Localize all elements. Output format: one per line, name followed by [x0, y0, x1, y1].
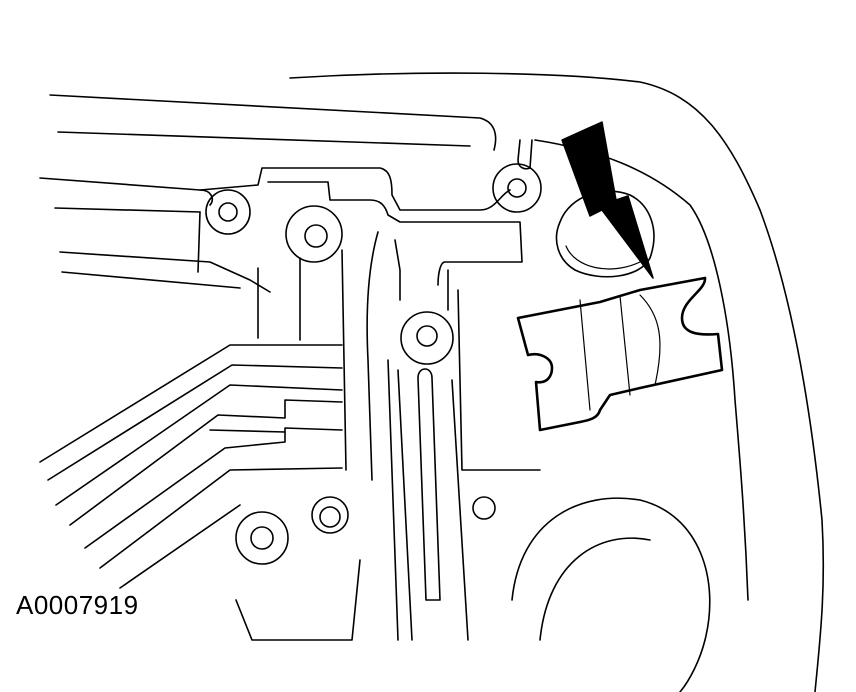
channel-top-4: [54, 207, 201, 213]
diag-channel-6: [99, 467, 343, 569]
valve-bore-rim: [565, 245, 641, 270]
boss-ring-a: [205, 189, 251, 235]
upper-passage-inner: [267, 181, 523, 286]
slot-side-left: [397, 369, 413, 641]
lower-left-wall: [235, 559, 361, 641]
figure-id-label: A0007919: [16, 590, 139, 620]
diag-channel-3: [55, 384, 343, 506]
casting-outer-edge: [289, 72, 825, 692]
bolt-hole-e: [472, 496, 496, 520]
separator-plate: [516, 276, 724, 432]
vertical-channel-1: [197, 211, 201, 273]
diag-channel-7: [119, 504, 241, 589]
bolt-hole-f: [250, 526, 274, 550]
boss-ring-b: [285, 205, 343, 263]
bolt-hole-b: [304, 224, 328, 248]
large-bore-rim: [539, 537, 651, 641]
diag-channel-2: [47, 364, 343, 481]
vertical-channel-4: [341, 249, 347, 471]
slot-side-left-2: [387, 359, 399, 641]
arrow-pointer-icon: [561, 121, 654, 279]
bolt-hole-c: [507, 178, 527, 198]
vertical-channel-8: [457, 289, 541, 471]
plate-crease-2: [619, 295, 631, 396]
channel-top-6: [61, 271, 241, 289]
diag-channel-5: [84, 427, 343, 549]
vertical-channel-5: [366, 231, 379, 481]
boss-ring-g: [311, 496, 349, 534]
bolt-hole-d: [416, 325, 438, 347]
channel-top-5: [59, 251, 271, 293]
plate-crease-1: [579, 299, 591, 411]
upper-passage: [199, 167, 511, 211]
diag-channel-4: [69, 399, 343, 526]
bolt-hole-g: [319, 506, 341, 528]
channel-top-3: [39, 177, 214, 206]
long-slot: [417, 368, 441, 601]
diag-channel-8: [209, 429, 286, 433]
boss-ring-d: [400, 311, 454, 365]
boss-ring-f: [235, 511, 289, 565]
diag-channel-1: [39, 344, 343, 463]
channel-top-2: [57, 131, 471, 147]
boss-ring-c: [492, 163, 542, 213]
large-bore: [511, 497, 711, 692]
plate-crease-3: [639, 294, 661, 386]
channel-top-1: [49, 94, 497, 151]
bolt-hole-a: [218, 202, 238, 222]
vertical-channel-6: [394, 239, 401, 301]
casting-inner-edge: [534, 139, 749, 601]
slot-side-right: [451, 379, 469, 641]
